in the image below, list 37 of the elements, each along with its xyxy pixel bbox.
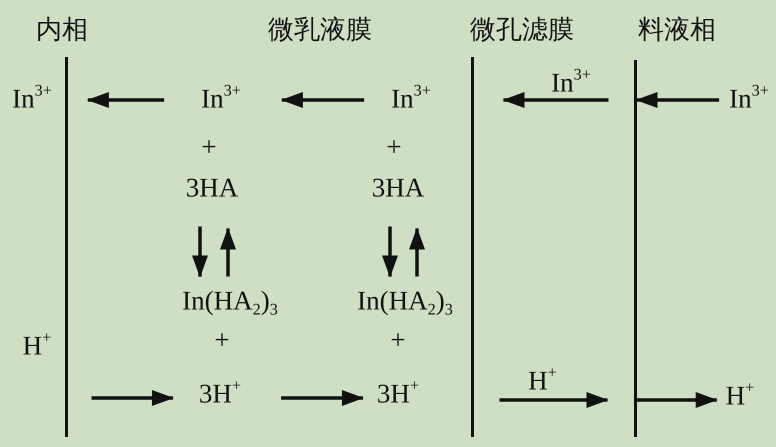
arrow [636, 92, 720, 108]
formula-text: 3HA [186, 174, 238, 202]
arrow [281, 390, 364, 406]
arrow [500, 392, 608, 408]
edge-label: H$^{+}$ [528, 368, 557, 394]
membrane-line [634, 60, 636, 437]
formula-text: H$^{+}$ [22, 332, 52, 360]
formula-text: In$^{3+}$ [391, 86, 431, 112]
plus-sign: + [386, 134, 402, 160]
phase-label: 料液相 [638, 17, 716, 43]
arrow [220, 228, 236, 276]
phase-label: 微孔滤膜 [470, 17, 574, 43]
plus-sign: + [214, 326, 230, 354]
phase-label: 内相 [36, 17, 88, 43]
formula-text: 3HA [372, 174, 424, 202]
edge-label: In$^{3+}$ [551, 70, 591, 96]
formula-text: In(HA$_{2}$)$_{3}$ [182, 288, 278, 314]
formula-text: In$^{3+}$ [12, 86, 52, 112]
formula-text: In$^{3+}$ [729, 86, 769, 112]
formula-text: H$^{+}$ [726, 382, 754, 410]
arrow [86, 92, 164, 108]
membrane-line [64, 57, 68, 437]
arrow [280, 92, 364, 108]
arrow [382, 226, 398, 278]
arrow [92, 390, 174, 406]
arrow [409, 228, 425, 276]
plus-sign: + [201, 134, 217, 160]
formula-text: 3H$^{+}$ [376, 380, 420, 408]
arrow [636, 392, 718, 408]
formula-text: In(HA$_{2}$)$_{3}$ [357, 288, 453, 314]
arrow [192, 226, 208, 278]
phase-label: 微乳液膜 [268, 17, 372, 43]
formula-text: In$^{3+}$ [201, 86, 241, 112]
arrow [502, 92, 608, 108]
formula-text: 3H$^{+}$ [198, 380, 242, 408]
plus-sign: + [390, 326, 406, 354]
membrane-line [470, 57, 474, 437]
